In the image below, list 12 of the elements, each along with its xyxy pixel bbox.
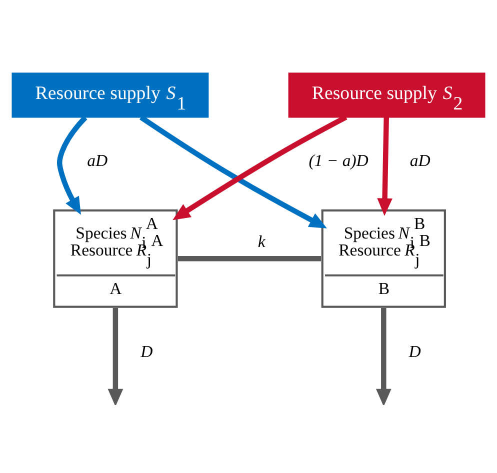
edge-label: D — [140, 341, 153, 360]
arrow — [376, 308, 392, 404]
arrow — [57, 115, 88, 214]
edge-label: D — [408, 341, 421, 360]
arrow — [377, 116, 392, 216]
edge-label: k — [258, 231, 266, 250]
edge-label: (1 − a)D — [308, 150, 368, 170]
arrow — [140, 114, 327, 228]
arrow — [108, 308, 124, 404]
edge-label: aD — [87, 150, 108, 170]
connector — [178, 256, 321, 261]
edge-label: aD — [410, 150, 430, 170]
